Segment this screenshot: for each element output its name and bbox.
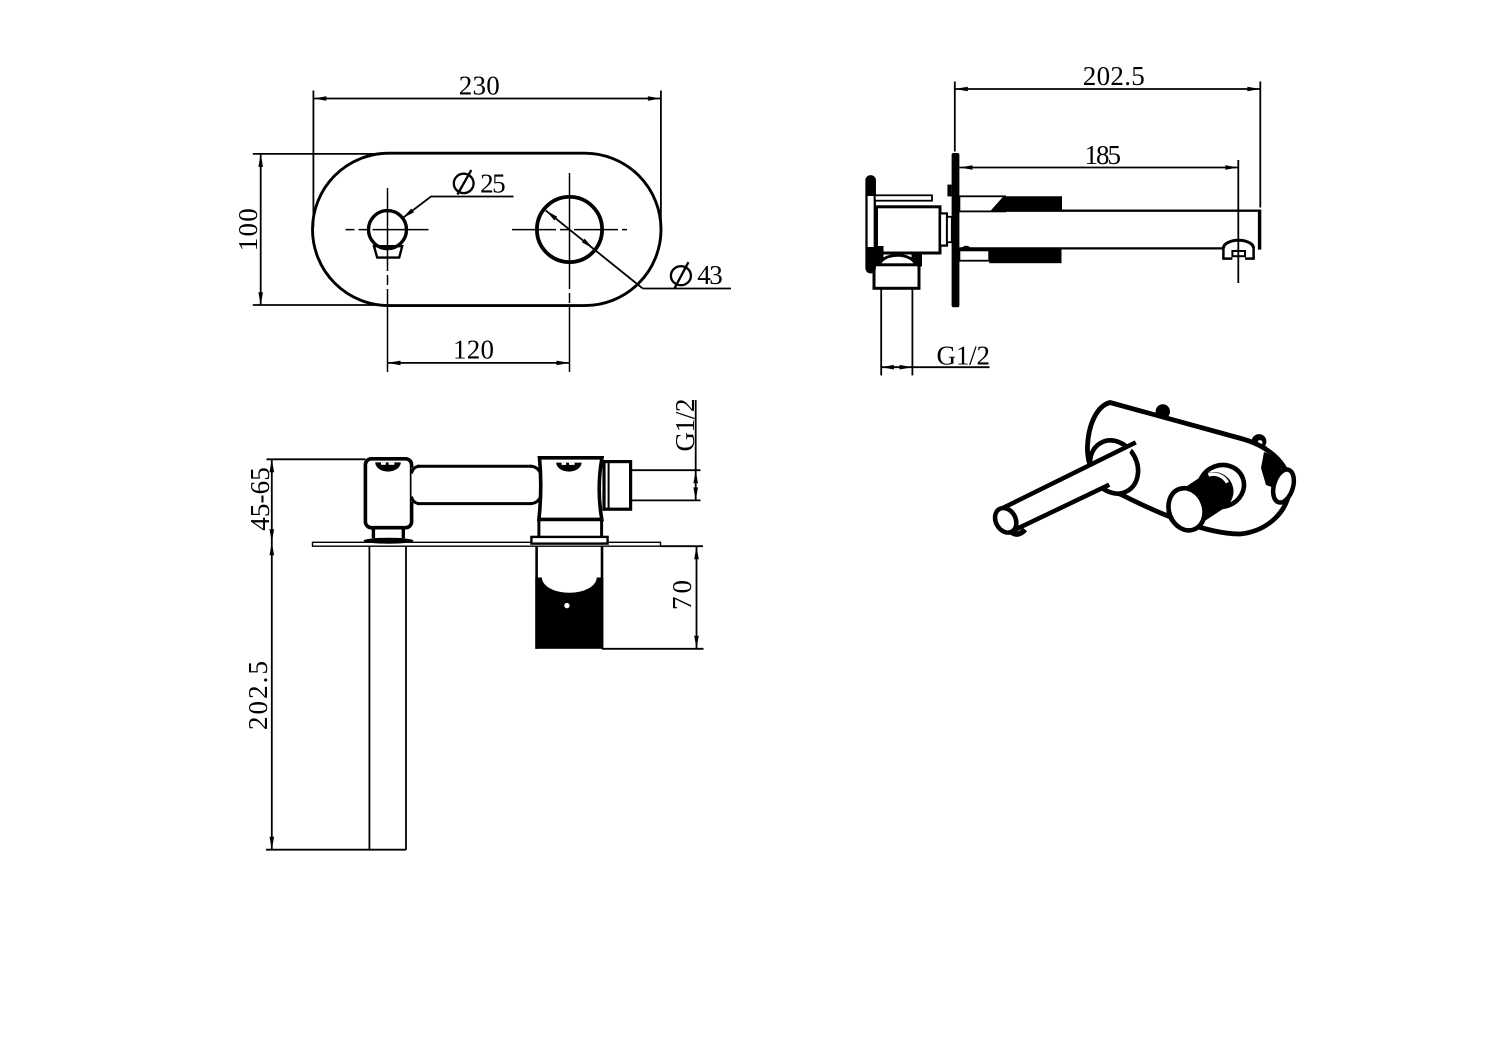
svg-text:100: 100 — [233, 208, 263, 251]
svg-text:120: 120 — [453, 335, 494, 365]
svg-text:45-65: 45-65 — [245, 467, 275, 531]
svg-text:185: 185 — [1084, 140, 1121, 170]
svg-text:G1/2: G1/2 — [937, 340, 991, 370]
svg-text:25: 25 — [480, 169, 506, 199]
svg-text:230: 230 — [459, 71, 500, 101]
svg-text:202.5: 202.5 — [1083, 61, 1145, 91]
svg-text:43: 43 — [697, 260, 723, 290]
svg-text:G1/2: G1/2 — [670, 399, 700, 452]
svg-text:202.5: 202.5 — [243, 661, 273, 730]
